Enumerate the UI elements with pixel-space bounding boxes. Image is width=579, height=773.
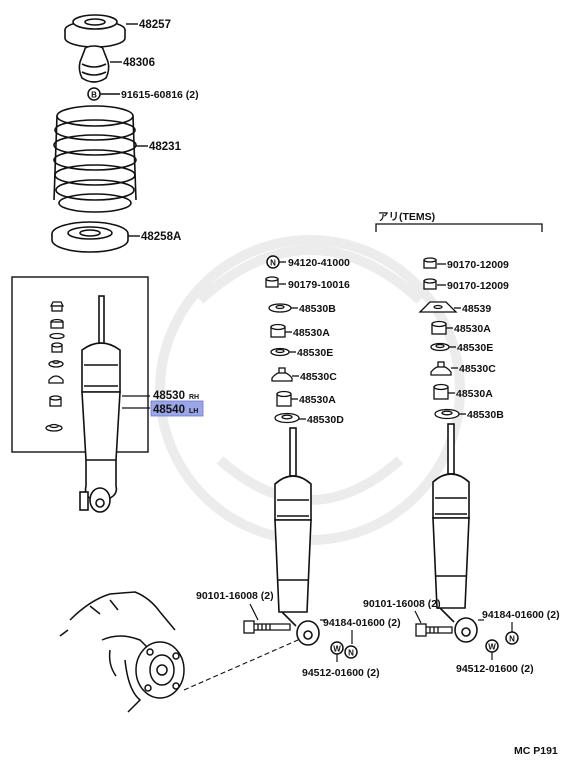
bracket-48539-icon[interactable] <box>418 301 458 313</box>
spring-seat-48258a[interactable] <box>51 221 129 253</box>
shock-absorber-right[interactable] <box>432 423 478 643</box>
bolt-mid-icon[interactable] <box>243 620 291 634</box>
coil-spring-48231[interactable] <box>53 105 137 213</box>
tems-bracket <box>375 223 543 232</box>
mount-guide-line <box>183 639 299 691</box>
bushing-48530a-mid-top-icon[interactable] <box>270 323 286 338</box>
label-48530b-mid: 48530B <box>299 303 336 315</box>
n-marker-icon: N <box>344 645 358 659</box>
label-48540-lh: 48540 <box>153 404 185 416</box>
svg-text:W: W <box>333 645 341 654</box>
svg-text:LH: LH <box>189 408 198 415</box>
label-48530a-mid-1: 48530A <box>293 327 330 339</box>
svg-text:B: B <box>91 91 97 100</box>
label-48530c-mid: 48530C <box>300 371 337 383</box>
svg-text:N: N <box>348 649 354 658</box>
label-90179: 90179-10016 <box>288 279 350 291</box>
label-48539: 48539 <box>462 303 491 315</box>
washer-48530b-mid-icon[interactable] <box>268 303 292 313</box>
n-marker-icon: N <box>505 631 519 645</box>
label-48530d-mid: 48530D <box>307 414 344 426</box>
svg-text:RH: RH <box>189 394 199 401</box>
w-marker-icon: W <box>485 639 499 653</box>
label-48530a-right-1: 48530A <box>454 323 491 335</box>
label-48530a-right-2: 48530A <box>456 388 493 400</box>
label-48530b-right: 48530B <box>467 409 504 421</box>
diagram-code: MC P191 <box>514 745 558 757</box>
label-94120: 94120-41000 <box>288 257 350 269</box>
label-washer-mid: 94512-01600 (2) <box>302 667 380 679</box>
label-48530a-mid-2: 48530A <box>299 394 336 406</box>
bushing-48530a-right-top-icon[interactable] <box>431 320 447 335</box>
selected-part-highlight[interactable] <box>150 400 204 417</box>
spring-seat-48257[interactable] <box>64 14 126 48</box>
nut-90179-icon[interactable] <box>265 276 279 288</box>
label-48231: 48231 <box>149 141 182 153</box>
label-bolt-mid: 90101-16008 (2) <box>196 590 274 602</box>
label-48258a: 48258A <box>141 231 181 243</box>
label-washer-right: 94512-01600 (2) <box>456 663 534 675</box>
bushing-48530a-mid-bottom-icon[interactable] <box>276 390 292 407</box>
tems-header: アリ(TEMS) <box>378 211 435 223</box>
seat-48530d-mid-icon[interactable] <box>274 412 300 424</box>
washer-stack-left[interactable] <box>45 301 65 432</box>
bump-stopper-48306[interactable] <box>78 45 110 83</box>
label-bolt-right: 90101-16008 (2) <box>363 598 441 610</box>
retainer-48530e-mid-icon[interactable] <box>270 347 290 357</box>
label-nut-mid: 94184-01600 (2) <box>323 617 401 629</box>
bushing-48530a-right-bottom-icon[interactable] <box>433 383 449 400</box>
label-90170-top: 90170-12009 <box>447 259 509 271</box>
svg-text:W: W <box>488 643 496 652</box>
svg-text:N: N <box>509 635 515 644</box>
svg-text:N: N <box>270 259 276 268</box>
cushion-48530c-mid-icon[interactable] <box>271 367 293 382</box>
n-marker-icon: N <box>266 255 280 269</box>
retainer-48530e-right-icon[interactable] <box>430 342 450 352</box>
label-48530c-right: 48530C <box>459 363 496 375</box>
label-48530e-mid: 48530E <box>297 347 333 359</box>
label-48306: 48306 <box>123 57 155 69</box>
nut-90170-bottom-icon[interactable] <box>423 278 437 290</box>
label-90170-bottom: 90170-12009 <box>447 280 509 292</box>
label-nut-right: 94184-01600 (2) <box>482 609 560 621</box>
shock-absorber-left[interactable] <box>79 295 121 513</box>
label-48530-rh: 48530 <box>153 390 185 402</box>
washer-48530b-right-icon[interactable] <box>434 408 460 420</box>
cushion-48530c-right-icon[interactable] <box>430 361 452 376</box>
label-48530e-right: 48530E <box>457 342 493 354</box>
label-91615: 91615-60816 (2) <box>121 89 199 101</box>
w-marker-icon: W <box>330 641 344 655</box>
absorber-kit-frame <box>11 276 149 453</box>
label-48257: 48257 <box>139 19 171 31</box>
shock-absorber-middle[interactable] <box>274 427 320 646</box>
b-marker-icon: B <box>87 87 101 101</box>
nut-90170-top-icon[interactable] <box>423 257 437 269</box>
axle-housing <box>59 591 185 713</box>
bolt-right-icon[interactable] <box>415 623 453 637</box>
